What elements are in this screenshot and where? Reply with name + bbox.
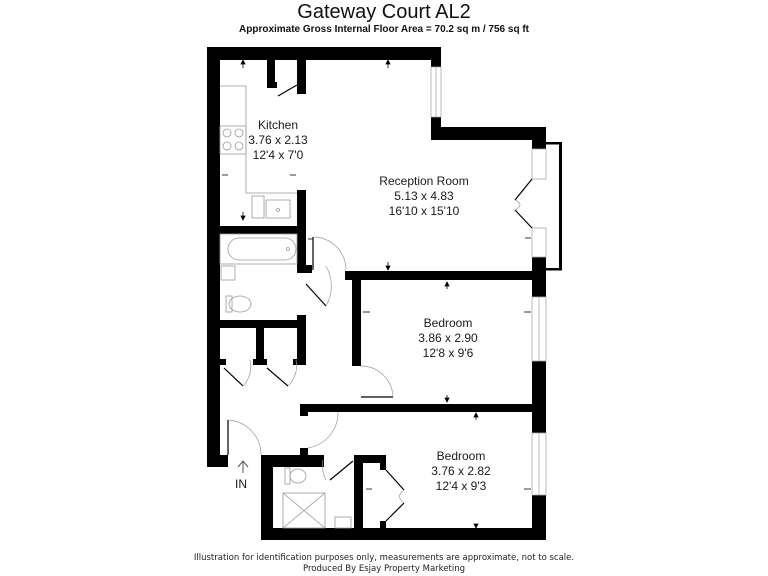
- fixtures: [219, 85, 352, 529]
- room-metric: 5.13 x 4.83: [394, 189, 454, 203]
- windows: [430, 66, 547, 496]
- room-label-bedroom-2: Bedroom 3.76 x 2.82 12'4 x 9'3: [431, 449, 490, 494]
- room-imperial: 12'8 x 9'6: [422, 346, 474, 360]
- room-metric: 3.76 x 2.82: [431, 464, 491, 478]
- room-imperial: 12'4 x 7'0: [252, 148, 304, 162]
- room-name: Bedroom: [436, 449, 486, 463]
- room-imperial: 16'10 x 15'10: [388, 204, 460, 218]
- entrance-label: IN: [235, 477, 247, 491]
- room-name: Kitchen: [257, 118, 299, 132]
- disclaimer-text: Illustration for identification purposes…: [193, 553, 575, 563]
- plan-title: Gateway Court AL2: [297, 1, 471, 23]
- door-swings: [227, 199, 521, 504]
- room-label-reception: Reception Room 5.13 x 4.83 16'10 x 15'10: [379, 174, 468, 219]
- room-name: Reception Room: [379, 174, 469, 188]
- room-metric: 3.76 x 2.13: [248, 133, 308, 147]
- room-name: Bedroom: [423, 316, 473, 330]
- walls: [207, 47, 562, 540]
- entrance-arrow-icon: [237, 460, 249, 473]
- room-metric: 3.86 x 2.90: [418, 331, 478, 345]
- room-label-kitchen: Kitchen 3.76 x 2.13 12'4 x 7'0: [248, 118, 307, 163]
- dimension-markers: [222, 59, 531, 529]
- room-label-bedroom-1: Bedroom 3.86 x 2.90 12'8 x 9'6: [418, 316, 477, 361]
- room-imperial: 12'4 x 9'3: [435, 479, 487, 493]
- doors: [223, 84, 533, 522]
- floor-area-subtitle: Approximate Gross Internal Floor Area = …: [239, 24, 529, 35]
- credit-text: Produced By Esjay Property Marketing: [303, 564, 465, 574]
